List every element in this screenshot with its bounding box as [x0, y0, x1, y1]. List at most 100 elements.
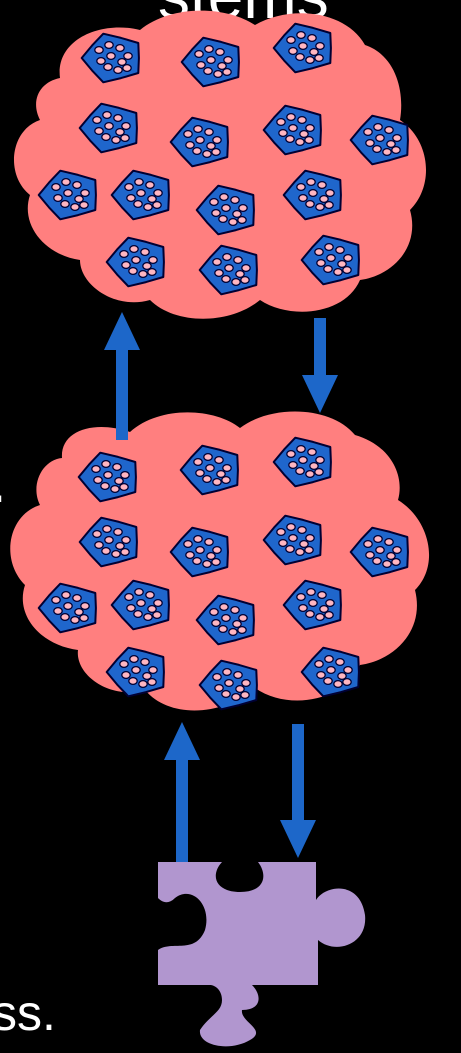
cell-dot — [326, 600, 334, 607]
cell-dot — [197, 62, 205, 69]
cell-dot — [93, 531, 101, 538]
cell-dot — [286, 546, 294, 553]
cell-dot — [196, 137, 204, 144]
cell-dot — [149, 257, 157, 264]
cell-dot — [220, 194, 228, 201]
cell-dot — [73, 595, 81, 602]
cell-dot — [205, 539, 213, 546]
cell-dot — [153, 202, 161, 209]
cell-dot — [122, 672, 130, 679]
cell-dot — [135, 179, 143, 186]
cell-dot — [102, 461, 110, 468]
cell-dot — [325, 612, 333, 619]
cell-dot — [127, 195, 135, 202]
cell-dot — [196, 547, 204, 554]
cell-dot — [194, 459, 202, 466]
cell-dot — [124, 53, 132, 60]
cell-dot — [132, 667, 140, 674]
cell-dot — [95, 47, 103, 54]
cell-dot — [204, 454, 212, 461]
cell-dot — [144, 204, 152, 211]
cell-dot — [309, 190, 317, 197]
cell-dot — [376, 547, 384, 554]
cell-dot — [289, 48, 297, 55]
cell-dot — [122, 537, 130, 544]
cell-dot — [309, 600, 317, 607]
cell-dot — [73, 182, 81, 189]
cell-dot — [296, 549, 304, 556]
cell-dot — [112, 137, 120, 144]
cell-dot — [366, 140, 374, 147]
cell-dot — [204, 68, 212, 75]
cell-dot — [223, 69, 231, 76]
cell-dot — [220, 604, 228, 611]
cell-dot — [213, 479, 221, 486]
cell-dot — [195, 51, 203, 58]
cell-dot — [238, 217, 246, 224]
cell-dot — [141, 659, 149, 666]
cell-dot — [154, 190, 162, 197]
cell-dot — [186, 142, 194, 149]
cell-dot — [120, 661, 128, 668]
cell-dot — [193, 148, 201, 155]
cell-dot — [212, 559, 220, 566]
cell-dot — [373, 558, 381, 565]
cell-dot — [287, 114, 295, 121]
cell-dot — [307, 589, 315, 596]
cell-dot — [222, 691, 230, 698]
cell-dot — [279, 540, 287, 547]
cell-dot — [148, 679, 156, 686]
cell-dot — [289, 462, 297, 469]
cell-dot — [229, 629, 237, 636]
cell-dot — [114, 67, 122, 74]
cell-dot — [116, 45, 124, 52]
cell-dot — [234, 257, 242, 264]
cell-dot — [137, 190, 145, 197]
cell-dot — [343, 679, 351, 686]
cell-dot — [299, 605, 307, 612]
cell-dot — [297, 32, 305, 39]
cell-dot — [80, 615, 88, 622]
cell-dot — [296, 54, 304, 61]
cell-dot — [95, 542, 103, 549]
cell-dot — [373, 146, 381, 153]
cell-dot — [297, 446, 305, 453]
cell-dot — [194, 536, 202, 543]
cell-dot — [210, 609, 218, 616]
cell-dot — [316, 43, 324, 50]
cell-dot — [238, 627, 246, 634]
cell-dot — [107, 53, 115, 60]
cell-dot — [232, 694, 240, 701]
cell-dot — [376, 135, 384, 142]
cell-dot — [184, 131, 192, 138]
cell-dot — [222, 205, 230, 212]
cell-dot — [92, 466, 100, 473]
cell-dot — [334, 269, 342, 276]
cell-dot — [336, 659, 344, 666]
arrow-down-lower — [280, 724, 316, 858]
cell-dot — [225, 265, 233, 272]
cell-dot — [125, 594, 133, 601]
cell-dot — [130, 246, 138, 253]
cell-dot — [287, 37, 295, 44]
cell-dot — [54, 195, 62, 202]
cell-dot — [231, 607, 239, 614]
cell-dot — [222, 477, 230, 484]
cell-dot — [299, 43, 307, 50]
cell-dot — [135, 589, 143, 596]
cell-dot — [194, 126, 202, 133]
cell-dot — [120, 251, 128, 258]
cell-dot — [287, 451, 295, 458]
cell-dot — [222, 276, 230, 283]
cell-dot — [146, 182, 154, 189]
cell-dot — [383, 561, 391, 568]
cell-dot — [307, 179, 315, 186]
cell-dot — [61, 201, 69, 208]
cell-dot — [344, 667, 352, 674]
cell-dot — [210, 199, 218, 206]
cell-dot — [97, 58, 105, 65]
cell-dot — [153, 612, 161, 619]
cell-dot — [52, 597, 60, 604]
cell-dot — [277, 529, 285, 536]
cell-dot — [366, 552, 374, 559]
